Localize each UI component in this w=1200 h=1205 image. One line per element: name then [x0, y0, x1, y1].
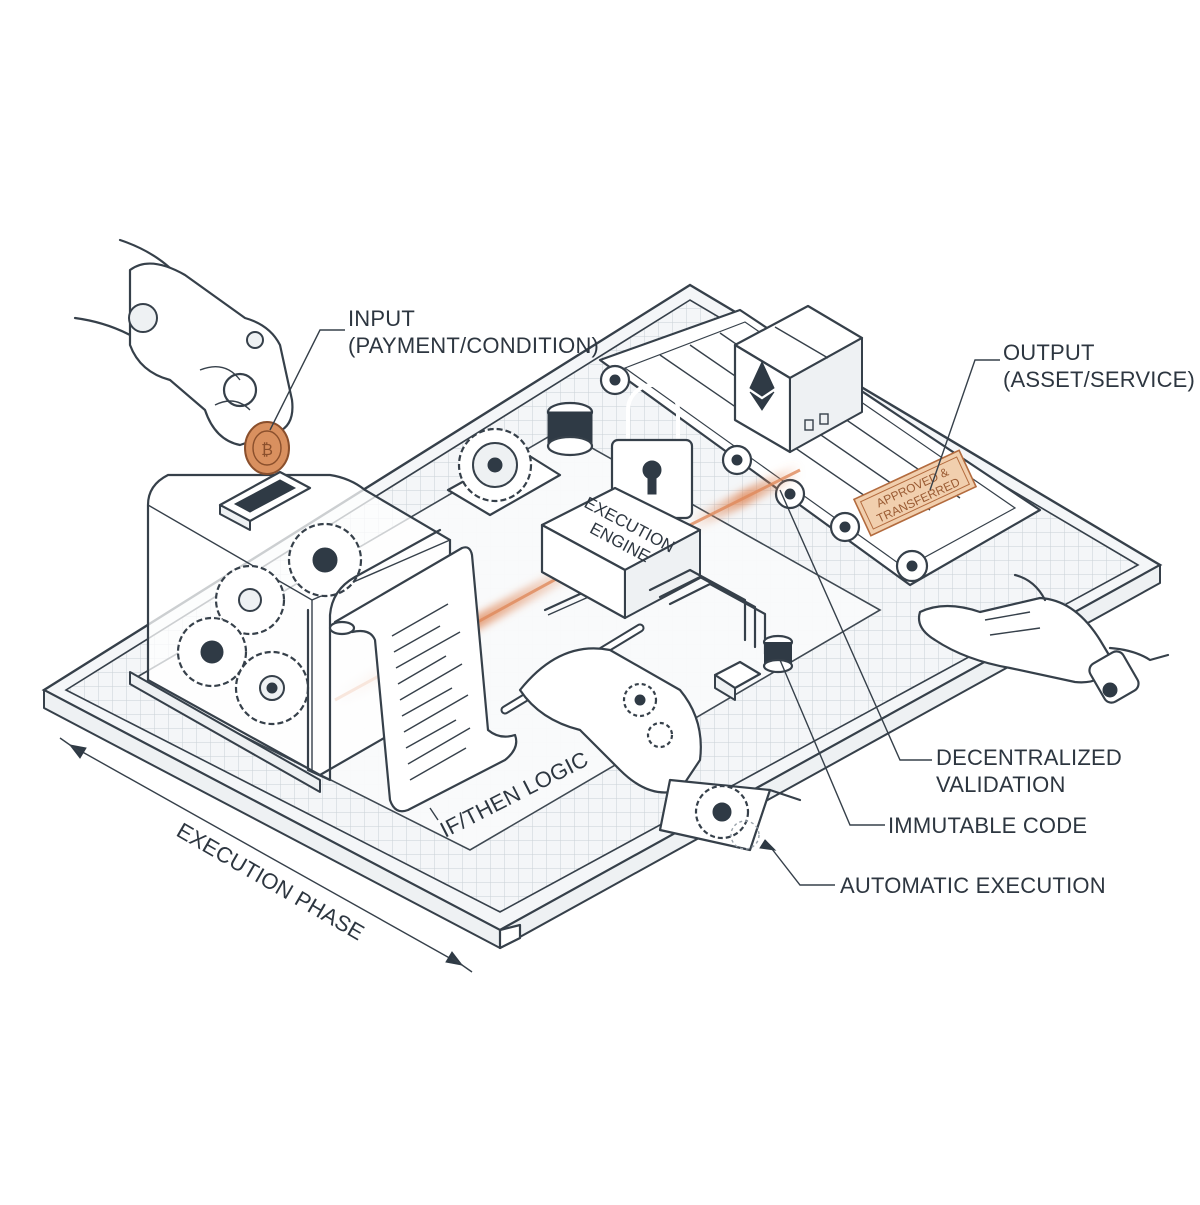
coin-icon: ₿ — [245, 422, 289, 474]
robot-hand-input — [75, 240, 292, 445]
immutable-code-label: IMMUTABLE CODE — [888, 813, 1087, 838]
validation-label-line1: DECENTRALIZED — [936, 745, 1122, 770]
input-label-line1: INPUT — [348, 306, 415, 331]
output-label-line1: OUTPUT — [1003, 340, 1095, 365]
sensor-small — [764, 636, 792, 672]
input-label-line2: (PAYMENT/CONDITION) — [348, 333, 599, 358]
output-label-line2: (ASSET/SERVICE) — [1003, 367, 1195, 392]
sensor-cylinder — [548, 403, 592, 455]
validation-label-line2: VALIDATION — [936, 772, 1066, 797]
svg-text:₿: ₿ — [261, 441, 273, 459]
automatic-execution-label: AUTOMATIC EXECUTION — [840, 873, 1106, 898]
